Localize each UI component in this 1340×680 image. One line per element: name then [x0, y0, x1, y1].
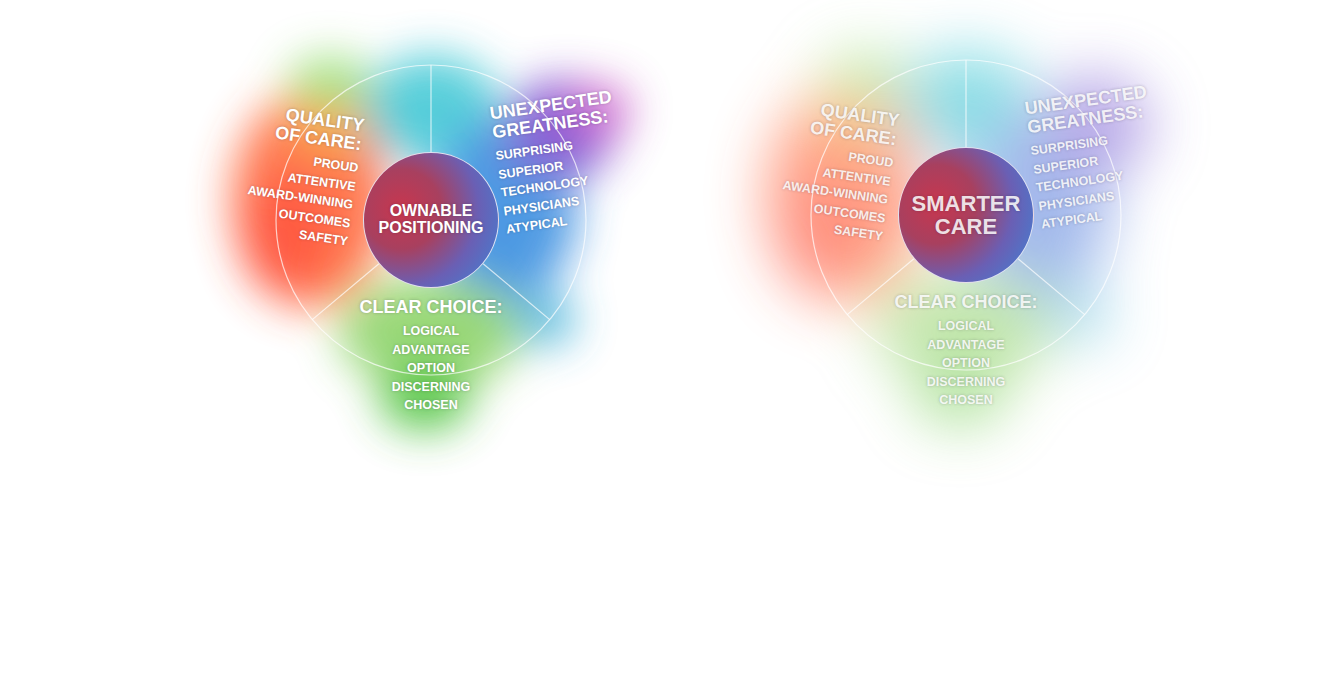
segment-heading: CLEAR CHOICE: — [360, 298, 503, 317]
hub-circle: OWNABLE POSITIONING — [363, 152, 499, 288]
ring-divider — [965, 60, 966, 147]
segment-words: SURPRISING SUPERIOR TECHNOLOGY PHYSICIAN… — [1030, 129, 1134, 233]
hub-label: SMARTER CARE — [908, 192, 1024, 238]
segment-words: SURPRISING SUPERIOR TECHNOLOGY PHYSICIAN… — [495, 134, 599, 238]
paint-blob — [515, 295, 575, 345]
ring-segment: UNEXPECTED GREATNESS:SURPRISING SUPERIOR… — [489, 87, 632, 239]
ring-segment: QUALITY OF CARE:PROUD ATTENTIVE AWARD-WI… — [238, 101, 366, 250]
segment-words: PROUD ATTENTIVE AWARD-WINNING OUTCOMES S… — [773, 139, 895, 246]
segment-heading: CLEAR CHOICE: — [895, 293, 1038, 312]
segment-words: PROUD ATTENTIVE AWARD-WINNING OUTCOMES S… — [238, 144, 360, 251]
segment-words: LOGICAL ADVANTAGE OPTION DISCERNING CHOS… — [925, 317, 1007, 410]
segment-heading: QUALITY OF CARE: — [804, 99, 900, 149]
paint-blob — [1050, 290, 1110, 340]
segment-heading: UNEXPECTED GREATNESS: — [1024, 82, 1153, 137]
segment-heading: UNEXPECTED GREATNESS: — [489, 87, 618, 142]
ring-segment: QUALITY OF CARE:PROUD ATTENTIVE AWARD-WI… — [773, 96, 901, 245]
hub-circle: SMARTER CARE — [898, 147, 1034, 283]
segment-heading: QUALITY OF CARE: — [269, 104, 365, 154]
ring-segment: CLEAR CHOICE: LOGICAL ADVANTAGE OPTION DI… — [360, 298, 503, 415]
ring-segment: CLEAR CHOICE: LOGICAL ADVANTAGE OPTION DI… — [895, 293, 1038, 410]
paint-splash — [232, 55, 630, 431]
hub-label: OWNABLE POSITIONING — [373, 203, 489, 237]
ring-divider — [430, 65, 431, 152]
ring-segment: UNEXPECTED GREATNESS:SURPRISING SUPERIOR… — [1024, 82, 1167, 234]
segment-words: LOGICAL ADVANTAGE OPTION DISCERNING CHOS… — [390, 322, 472, 415]
